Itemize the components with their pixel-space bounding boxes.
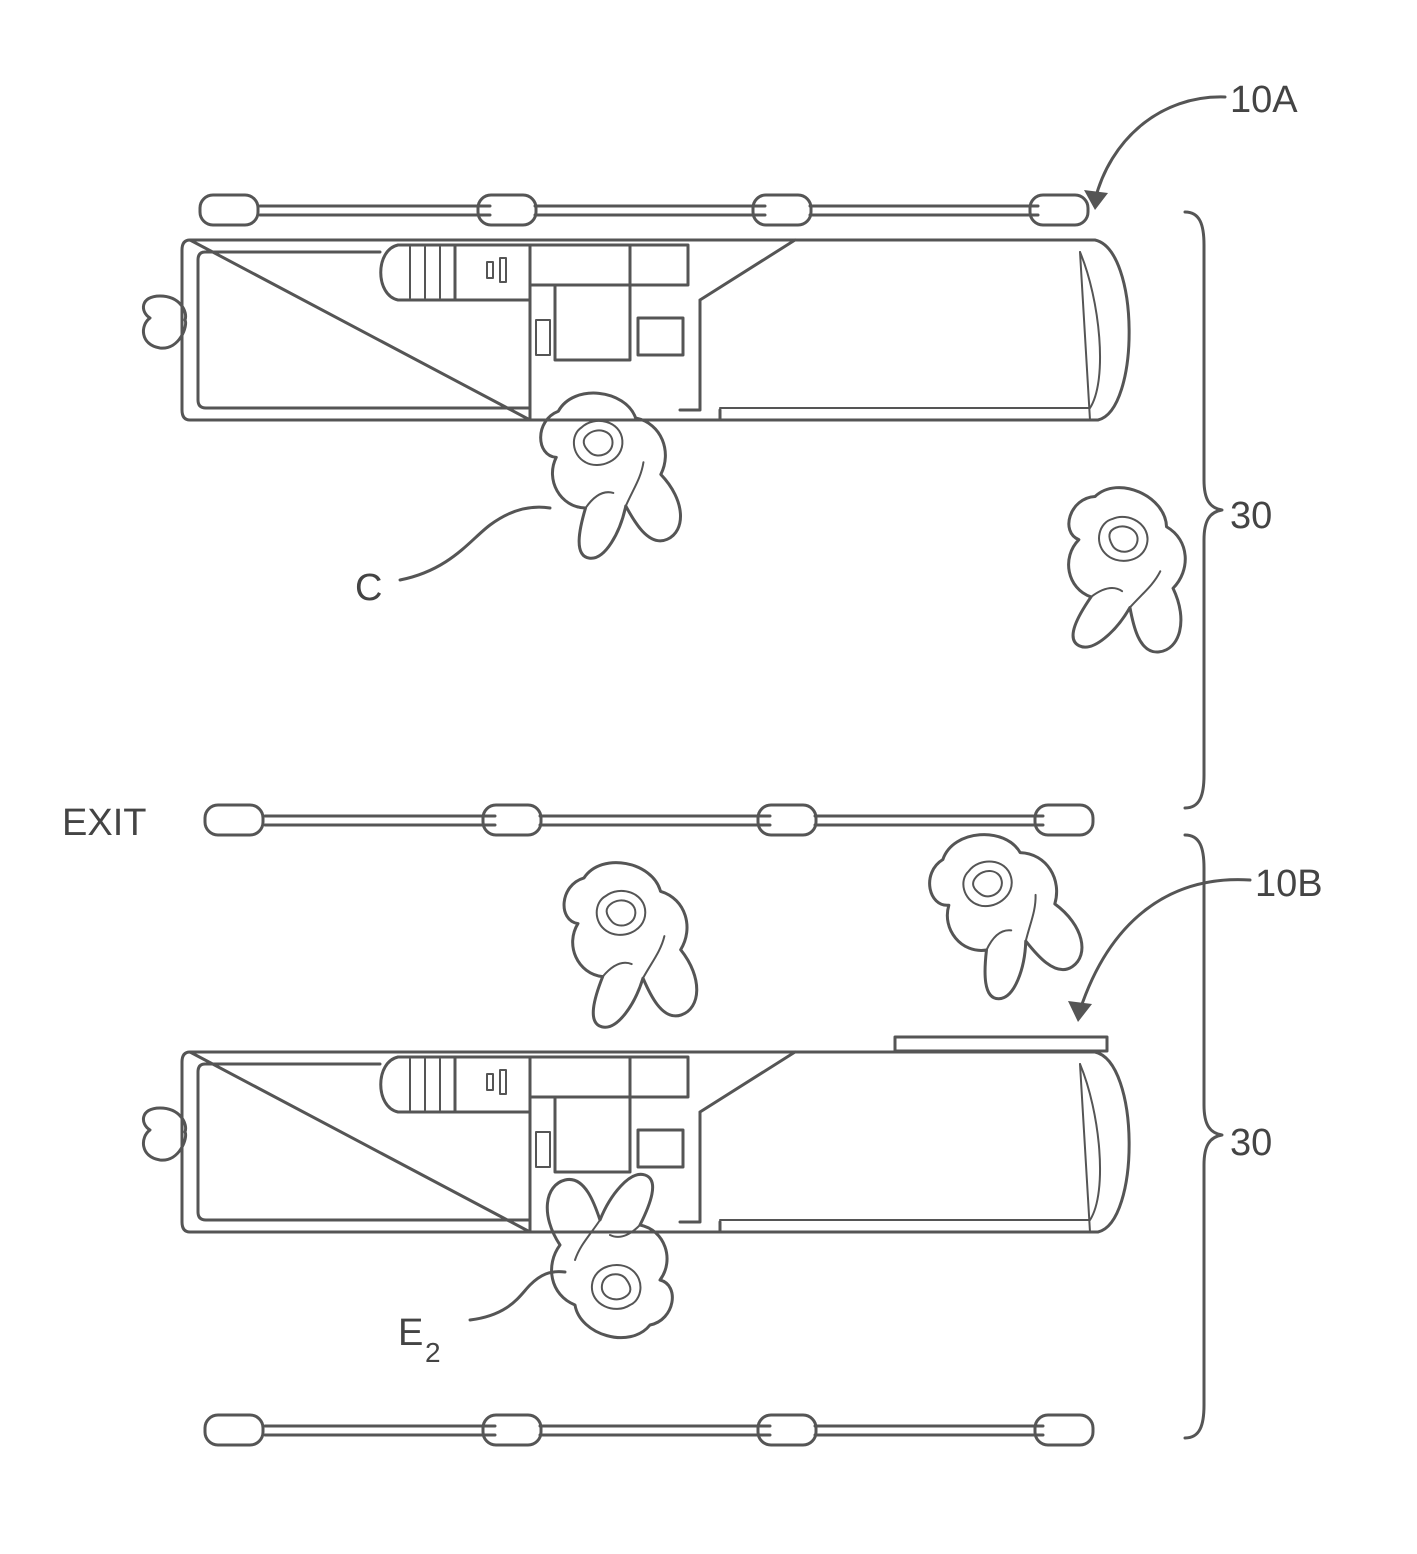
brace-upper-region (1185, 212, 1222, 808)
arrowhead-10b (1068, 1001, 1092, 1022)
checkout-lane-10a (143, 240, 1129, 420)
shopper-figure-lower-right (918, 812, 1091, 1008)
label-employee-subscript: 2 (425, 1337, 441, 1368)
brace-lower-region (1185, 835, 1222, 1438)
label-cashier: C (355, 567, 382, 609)
shopper-figure-upper-right (1052, 481, 1199, 660)
queue-barrier-middle (205, 805, 1093, 835)
leader-10a (1095, 97, 1225, 200)
queue-barrier-top (200, 195, 1088, 225)
label-exit: EXIT (62, 802, 146, 844)
label-10a: 10A (1230, 79, 1298, 121)
shopper-figure-lower-left (561, 856, 700, 1030)
label-region-upper: 30 (1230, 495, 1272, 537)
lane-indicator-bar (895, 1037, 1107, 1051)
label-region-lower: 30 (1230, 1122, 1272, 1164)
label-employee: E (398, 1312, 423, 1354)
cashier-figure (534, 381, 686, 564)
queue-barrier-bottom (205, 1415, 1093, 1445)
checkout-lane-10b (143, 1037, 1129, 1232)
label-10b: 10B (1255, 863, 1323, 905)
leader-cashier (400, 507, 550, 580)
employee-figure (547, 1174, 672, 1337)
leader-employee (470, 1272, 565, 1320)
leader-10b (1080, 880, 1250, 1010)
